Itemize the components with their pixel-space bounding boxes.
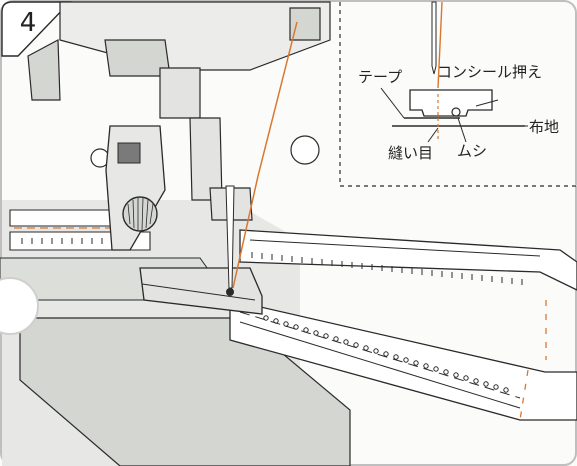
thumb-screw-right xyxy=(290,135,320,165)
upper-zipper-teeth xyxy=(251,252,523,285)
needle-hole xyxy=(226,288,234,296)
foot-sole-line xyxy=(141,283,256,301)
presser-bar xyxy=(159,67,201,119)
callout-concealed-foot: コンシール押え xyxy=(437,63,543,81)
leader-foot xyxy=(475,99,499,107)
head-left-block xyxy=(27,39,61,101)
holder-window xyxy=(117,142,141,164)
upper-fabric xyxy=(239,229,577,291)
callout-fabric: 布地 xyxy=(529,118,560,136)
needle xyxy=(225,185,235,289)
inset-needle xyxy=(431,1,437,75)
foot-knob xyxy=(122,196,158,232)
upper-thread xyxy=(232,21,298,289)
inset-thread xyxy=(437,1,443,89)
head-right-block xyxy=(289,7,321,41)
knob-knurl xyxy=(127,197,154,231)
leader-stitch xyxy=(427,127,439,143)
step-tab xyxy=(1,1,72,57)
inset-foot xyxy=(409,89,493,117)
leader-tape xyxy=(380,87,405,119)
upper-tape-edge xyxy=(249,239,541,257)
callout-teeth: ムシ xyxy=(457,142,488,160)
right-thread-dash-2 xyxy=(519,369,529,421)
inset-teeth xyxy=(451,107,461,117)
lower-tape-edge xyxy=(239,321,521,409)
step-number: 4 xyxy=(19,8,37,38)
callout-tape: テープ xyxy=(358,68,403,86)
leader-teeth xyxy=(457,117,467,143)
lower-zipper-teeth xyxy=(263,315,509,393)
round-marker xyxy=(0,277,39,335)
callout-stitch: 縫い目 xyxy=(388,144,434,162)
